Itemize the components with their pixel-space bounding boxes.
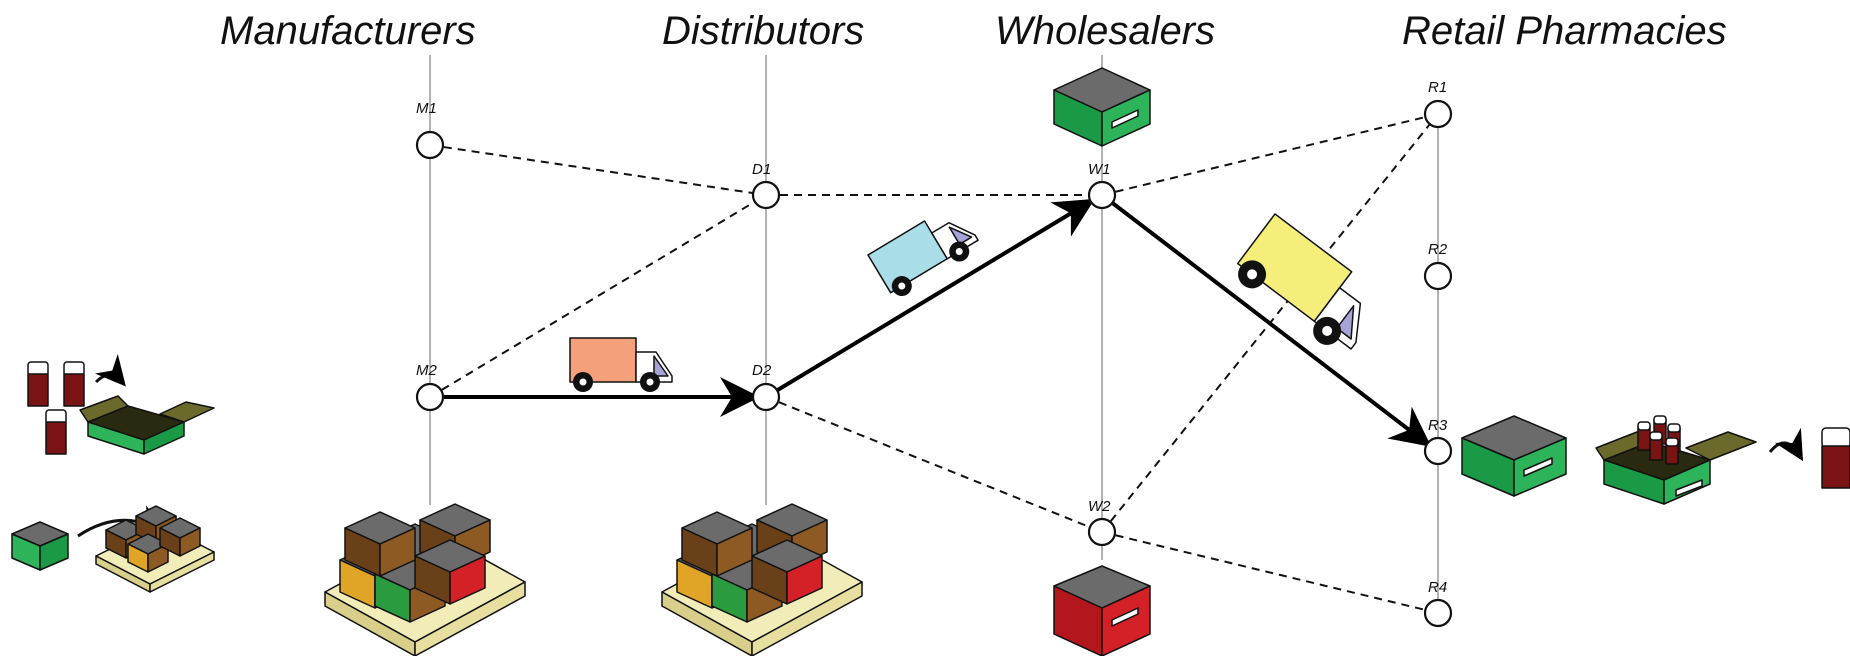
node-d1 xyxy=(751,180,781,210)
node-label-r3: R3 xyxy=(1428,417,1448,434)
truck-icon xyxy=(569,337,673,392)
open-box-with-vials-icon xyxy=(1595,415,1757,505)
edge-w2-r4 xyxy=(1101,531,1439,614)
node-r2 xyxy=(1423,261,1453,291)
column-title-wholesalers: Wholesalers xyxy=(995,9,1215,53)
edge-w1-r1 xyxy=(1101,113,1439,196)
node-label-m1: M1 xyxy=(416,100,437,117)
vial-icon xyxy=(45,409,67,455)
node-r3 xyxy=(1423,436,1453,466)
column-title-distributors: Distributors xyxy=(662,9,864,53)
edge-m1-d1 xyxy=(429,144,767,196)
box-onto-pallet-icon xyxy=(11,505,215,593)
vial-icon xyxy=(63,361,85,407)
truck-window xyxy=(653,355,669,377)
vial-icon xyxy=(27,361,49,407)
curved-arrow-icon xyxy=(1768,427,1804,462)
node-label-r2: R2 xyxy=(1428,241,1448,258)
node-r4 xyxy=(1423,598,1453,628)
truck-window xyxy=(948,226,973,246)
column-title-retail-pharmacies: Retail Pharmacies xyxy=(1402,9,1727,53)
vial-from-box-icon xyxy=(1595,415,1850,505)
truck-icon xyxy=(867,220,979,297)
node-d2 xyxy=(751,382,781,412)
edge-d2-w2 xyxy=(765,396,1103,533)
node-label-m2: M2 xyxy=(416,362,437,379)
node-label-d2: D2 xyxy=(752,362,772,379)
open-box-icon xyxy=(79,395,215,455)
edge-m2-d1 xyxy=(429,194,767,398)
truck-icon xyxy=(1236,213,1362,350)
vial-icon xyxy=(1821,427,1850,489)
node-m2 xyxy=(415,382,445,412)
wholesaler-box-green-icon xyxy=(1053,67,1151,147)
nodes xyxy=(415,99,1453,628)
node-label-r4: R4 xyxy=(1428,579,1447,596)
wholesaler-box-red-icon xyxy=(1053,565,1151,656)
route-w1-r3-arrow xyxy=(1100,193,1432,447)
truck-cab xyxy=(931,221,979,260)
node-w2 xyxy=(1087,517,1117,547)
node-w1 xyxy=(1087,180,1117,210)
small-pallet-stack-icon xyxy=(95,505,215,593)
manufacturer-pallet-stack-icon xyxy=(324,503,526,656)
node-label-w1: W1 xyxy=(1088,161,1111,178)
retail-box-icon xyxy=(1461,415,1567,497)
distributor-pallet-stack-icon xyxy=(661,503,863,656)
actual-route xyxy=(430,193,1432,447)
curved-arrow-icon xyxy=(94,354,126,387)
node-r1 xyxy=(1423,99,1453,129)
small-box-icon xyxy=(11,521,69,571)
route-d2-w1-arrow xyxy=(764,198,1095,399)
vials-into-box-icon xyxy=(27,354,215,455)
node-label-w2: W2 xyxy=(1088,498,1111,515)
node-label-r1: R1 xyxy=(1428,79,1447,96)
column-title-manufacturers: Manufacturers xyxy=(220,9,476,53)
node-m1 xyxy=(415,130,445,160)
node-label-d1: D1 xyxy=(752,161,771,178)
